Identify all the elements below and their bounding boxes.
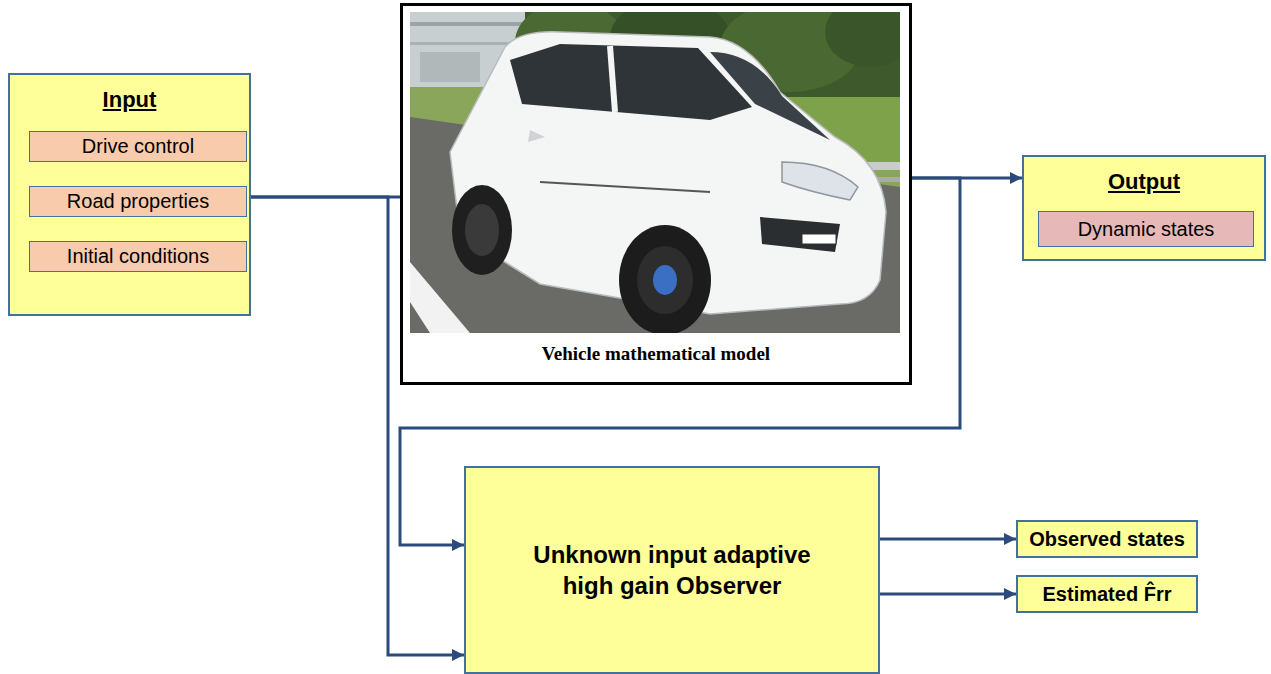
box-label: Unknown input adaptive high gain Observe… <box>522 539 822 601</box>
model-frame: Vehicle mathematical model <box>400 3 912 385</box>
box-label: Road properties <box>67 190 209 213</box>
box-label: Dynamic states <box>1078 218 1215 241</box>
box-label: Observed states <box>1029 528 1185 551</box>
input-item: Drive control <box>29 131 247 162</box>
result-box: Estimated F̂rr <box>1016 575 1198 613</box>
input-panel: InputDrive controlRoad propertiesInitial… <box>8 73 251 316</box>
panel-heading: Input <box>10 87 249 113</box>
observer-box: Unknown input adaptive high gain Observe… <box>464 466 880 674</box>
model-caption: Vehicle mathematical model <box>403 343 909 365</box>
output-panel: OutputDynamic states <box>1022 155 1266 261</box>
input-item: Initial conditions <box>29 241 247 272</box>
flow-connector <box>880 593 1016 596</box>
panel-heading: Output <box>1024 169 1264 195</box>
box-label: Estimated F̂rr <box>1043 583 1172 606</box>
input-item: Road properties <box>29 186 247 217</box>
result-box: Observed states <box>1016 520 1198 558</box>
output-item: Dynamic states <box>1038 211 1254 247</box>
flow-connector <box>251 197 464 655</box>
flow-connector <box>880 538 1016 541</box>
car-photo <box>410 12 900 333</box>
box-label: Initial conditions <box>67 245 209 268</box>
box-label: Drive control <box>82 135 194 158</box>
